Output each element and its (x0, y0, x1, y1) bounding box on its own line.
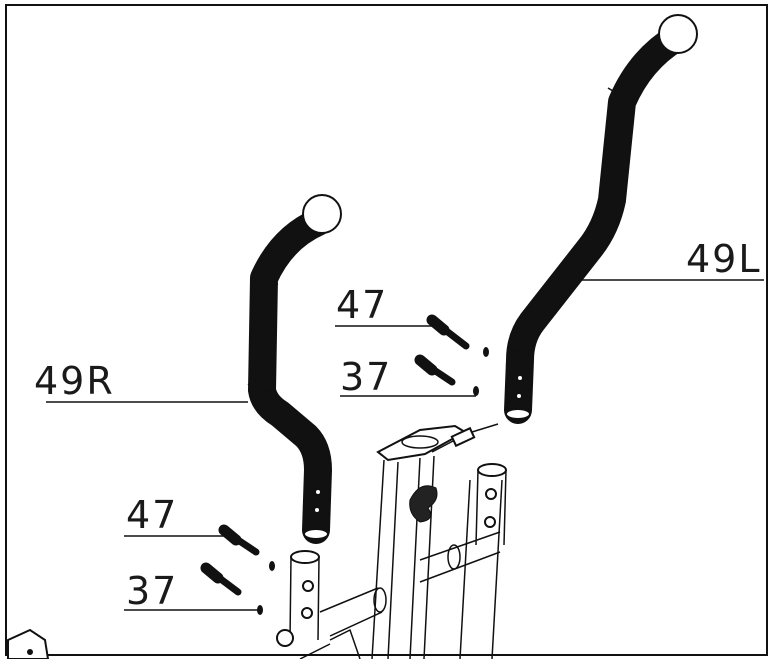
handlebar-49L (504, 14, 698, 424)
label-49R: 49R (34, 359, 115, 403)
label-37-upper: 37 (340, 355, 392, 399)
mount-post-right-handle (276, 550, 320, 647)
cable-clip (409, 485, 438, 523)
upright-frame (299, 423, 503, 659)
handlebar-49L-cap (658, 14, 698, 54)
bolt-lower-47 (218, 524, 260, 556)
bolt-lower-37 (200, 562, 242, 596)
diagram-frame (5, 4, 768, 656)
pedal-corner (7, 628, 50, 659)
cable-connector (431, 423, 499, 453)
handlebar-49R (247, 194, 342, 544)
washer-lower (269, 561, 275, 571)
bolt-upper-47 (426, 314, 470, 350)
mount-post-left-handle (475, 463, 507, 546)
label-47-upper: 47 (336, 283, 388, 327)
console-plate-hole (401, 435, 439, 449)
label-47-lower: 47 (126, 493, 178, 537)
console-plate (376, 424, 468, 462)
bolt-upper-37 (414, 354, 456, 386)
washer-upper-2 (473, 386, 479, 396)
handlebar-49R-cap (302, 194, 342, 234)
washer-upper (483, 347, 489, 357)
label-49L: 49L (686, 237, 762, 281)
label-37-lower: 37 (126, 569, 178, 613)
